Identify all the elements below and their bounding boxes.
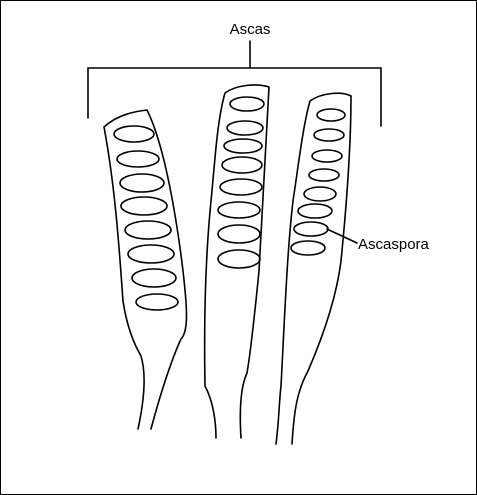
ascus-middle: [205, 85, 269, 438]
ascospore: [314, 129, 344, 141]
ascospore: [218, 202, 260, 218]
ascospore: [309, 169, 339, 181]
ascospore: [304, 187, 336, 201]
ascospore: [218, 225, 260, 243]
ascus-middle-spores: [218, 97, 264, 268]
ascospore: [222, 157, 262, 173]
ascospore: [132, 269, 176, 287]
ascospore: [120, 174, 164, 192]
ascospore: [128, 245, 174, 263]
ascus-right-outline: [276, 93, 351, 444]
ascospore: [220, 179, 262, 195]
ascaspora-leader-line: [327, 229, 357, 243]
ascospore: [298, 204, 332, 218]
ascospore: [230, 97, 264, 111]
ascospore: [218, 250, 260, 268]
ascus-left-spores: [114, 126, 178, 310]
ascospore: [121, 197, 167, 215]
ascospore: [224, 139, 262, 153]
ascospore: [227, 121, 263, 135]
ascas-label: Ascas: [230, 21, 271, 38]
ascospore: [291, 241, 325, 255]
ascospore: [117, 151, 159, 167]
ascospore: [312, 150, 342, 162]
ascospore: [294, 222, 328, 236]
ascospore: [114, 126, 154, 142]
ascaspora-label: Ascaspora: [358, 236, 430, 253]
ascospore: [125, 221, 171, 239]
ascus-right: [276, 93, 351, 444]
ascospore: [317, 109, 345, 121]
ascospore: [136, 294, 178, 310]
ascus-left: [104, 110, 187, 429]
